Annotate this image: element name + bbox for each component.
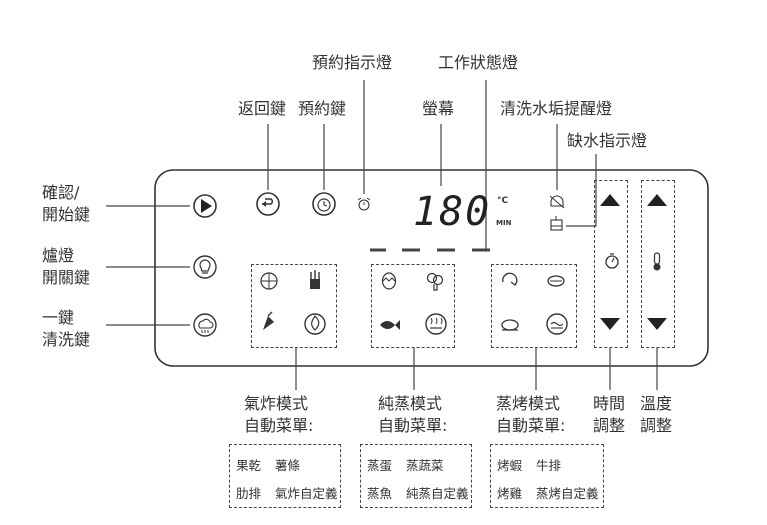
- flame-icon: [304, 313, 326, 335]
- label-confirm-line1: 確認/: [42, 183, 80, 202]
- display-unit: °C: [497, 196, 509, 206]
- time-down-arrow-icon: [600, 318, 620, 330]
- steam-menu-box: 蒸蛋 蒸蔬菜 蒸魚 純蒸自定義: [360, 444, 472, 508]
- label-steam-line1: 純蒸模式: [378, 394, 443, 413]
- shrimp-icon: [502, 272, 518, 286]
- menu-item: 蒸魚: [367, 486, 393, 501]
- label-lamp-line1: 爐燈: [42, 246, 75, 265]
- label-temp-line1: 溫度: [640, 394, 673, 413]
- descale-icon: [549, 195, 565, 209]
- label-airfry-line1: 氣炸模式: [244, 394, 309, 413]
- menu-item: 牛排: [536, 458, 562, 473]
- label-time-adjust: 時間 調整: [593, 393, 625, 437]
- temp-up-arrow-icon: [647, 194, 667, 206]
- fruit-icon: [260, 272, 278, 290]
- water-tank-icon: [550, 216, 563, 231]
- menu-item: 氣炸自定義: [275, 486, 338, 501]
- cloud-clean-icon: [193, 313, 217, 337]
- label-water-shortage: 缺水指示燈: [567, 131, 648, 150]
- label-descale-light: 清洗水垢提醒燈: [500, 99, 613, 118]
- control-panel: [154, 169, 709, 367]
- label-clean-line1: 一鍵: [42, 308, 75, 327]
- menu-item: 果乾: [236, 458, 262, 473]
- display-digits: 180: [413, 189, 492, 235]
- label-confirm-line2: 開始鍵: [42, 205, 91, 224]
- label-temp-line2: 調整: [640, 416, 673, 435]
- fish-icon: [380, 320, 400, 330]
- menu-item: 薯條: [275, 458, 301, 473]
- label-reservation-key: 預約鍵: [298, 99, 347, 118]
- label-reservation-indicator: 預約指示燈: [312, 53, 393, 72]
- steamroast-button-group[interactable]: [491, 264, 577, 348]
- menu-item: 蒸蛋: [367, 458, 393, 473]
- fries-icon: [310, 270, 320, 289]
- label-time-line2: 調整: [593, 416, 626, 435]
- label-back-key: 返回鍵: [238, 99, 287, 118]
- steamroast-menu-box: 烤蝦 牛排 烤雞 蒸烤自定義: [490, 444, 604, 508]
- chicken-icon: [501, 319, 519, 331]
- small-clock-icon: [357, 197, 371, 211]
- steam-roast-icon: [546, 313, 568, 335]
- menu-item: 肋排: [236, 486, 262, 501]
- label-airfry-line2: 自動菜單:: [244, 416, 314, 435]
- label-one-key-clean: 一鍵 清洗鍵: [42, 307, 90, 351]
- label-airfry-mode: 氣炸模式 自動菜單:: [244, 393, 313, 437]
- steam-icon: [425, 313, 447, 335]
- label-steamroast-mode: 蒸烤模式 自動菜單:: [496, 393, 565, 437]
- back-icon: [256, 192, 280, 216]
- label-lamp-line2: 開關鍵: [42, 268, 91, 287]
- temp-adjust-column[interactable]: [641, 180, 675, 348]
- label-lamp-switch: 爐燈 開關鍵: [42, 245, 90, 289]
- label-time-line1: 時間: [593, 394, 626, 413]
- menu-item: 烤雞: [497, 486, 523, 501]
- label-steam-mode: 純蒸模式 自動菜單:: [378, 393, 447, 437]
- label-work-status: 工作狀態燈: [438, 53, 519, 72]
- display-min: MIN: [496, 219, 512, 227]
- airfry-menu-box: 果乾 薯條 肋排 氣炸自定義: [229, 444, 341, 508]
- label-clean-line2: 清洗鍵: [42, 330, 91, 349]
- label-steamroast-line1: 蒸烤模式: [496, 394, 561, 413]
- egg-icon: [381, 272, 397, 290]
- ribs-icon: [263, 311, 274, 330]
- menu-item: 烤蝦: [497, 458, 523, 473]
- bulb-icon: [193, 255, 217, 279]
- temp-down-arrow-icon: [647, 318, 667, 330]
- menu-item: 純蒸自定義: [406, 486, 469, 501]
- airfry-button-group[interactable]: [251, 264, 337, 348]
- broccoli-icon: [426, 272, 444, 291]
- steak-icon: [547, 275, 565, 287]
- timer-icon: [605, 253, 619, 269]
- menu-item: 蒸蔬菜: [406, 458, 444, 473]
- label-steamroast-line2: 自動菜單:: [496, 416, 566, 435]
- time-up-arrow-icon: [600, 194, 620, 206]
- label-steam-line2: 自動菜單:: [378, 416, 448, 435]
- thermometer-icon: [653, 252, 661, 271]
- label-temp-adjust: 溫度 調整: [640, 393, 672, 437]
- time-adjust-column[interactable]: [594, 180, 628, 348]
- menu-item: 蒸烤自定義: [536, 486, 599, 501]
- alarm-clock-icon: [312, 192, 336, 216]
- label-screen: 螢幕: [422, 99, 455, 118]
- steam-button-group[interactable]: [371, 264, 455, 348]
- label-confirm-start: 確認/ 開始鍵: [42, 182, 90, 226]
- play-icon: [193, 194, 217, 218]
